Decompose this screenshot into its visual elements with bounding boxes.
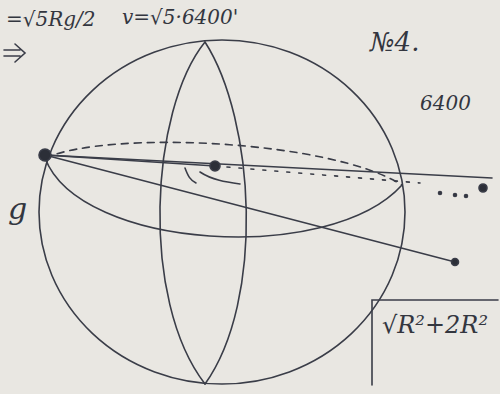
- secant-line: [45, 155, 455, 262]
- implies-arrow: [4, 44, 25, 62]
- formula: √R²+2R²: [380, 312, 490, 338]
- center-dot: [210, 161, 220, 171]
- problem-number: №4.: [368, 28, 421, 57]
- dot: [465, 195, 468, 198]
- radius-line: [45, 155, 215, 166]
- point-dot: [479, 184, 487, 192]
- meridian: [205, 42, 246, 384]
- dotted-line: [215, 166, 420, 183]
- sphere-outline: [39, 40, 405, 384]
- formula: v=√5·6400': [120, 6, 240, 28]
- answer-bracket: [372, 300, 498, 385]
- dot: [454, 194, 457, 197]
- tangent-line: [45, 155, 492, 178]
- point-dot: [39, 149, 51, 161]
- formula: =√5Rg/2: [4, 8, 98, 30]
- gravity-symbol: g: [6, 192, 29, 225]
- meridian: [160, 42, 205, 384]
- radius-value: 6400: [418, 92, 473, 114]
- point-dot: [452, 259, 459, 266]
- dot: [439, 192, 442, 195]
